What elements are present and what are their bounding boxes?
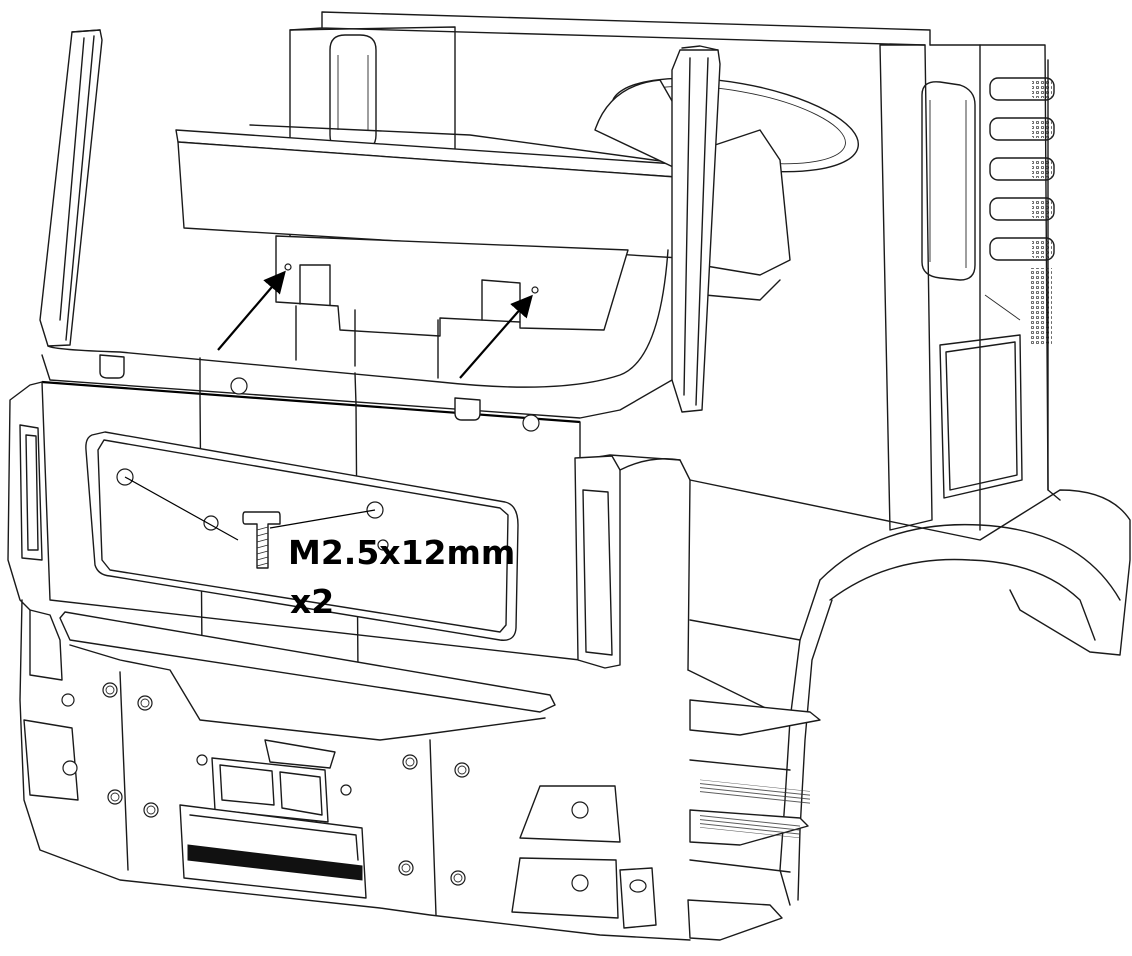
entry-steps bbox=[687, 699, 821, 941]
front-upper-panel bbox=[7, 357, 691, 676]
arrow-left bbox=[217, 270, 286, 351]
tow-hook-housing bbox=[179, 739, 367, 899]
leader-line-left bbox=[124, 476, 239, 541]
lower-grille-bar bbox=[59, 611, 556, 741]
screw-quantity-label: x2 bbox=[290, 582, 335, 621]
wheel-arch-fender bbox=[687, 479, 1131, 906]
cab-side-body bbox=[879, 44, 1061, 531]
right-headlight bbox=[574, 455, 681, 669]
steering-wheel bbox=[594, 77, 860, 301]
arrow-right bbox=[459, 294, 533, 379]
right-fog-lamps bbox=[511, 785, 657, 929]
number-plate-recess bbox=[85, 431, 519, 641]
front-bumper bbox=[19, 599, 691, 941]
dashboard-box bbox=[175, 124, 691, 379]
left-headlight bbox=[19, 424, 43, 561]
left-a-pillar bbox=[39, 29, 103, 347]
screw-icon bbox=[242, 511, 281, 569]
windshield-frame bbox=[41, 249, 673, 424]
right-a-pillar bbox=[671, 45, 721, 413]
leader-line-right bbox=[269, 509, 376, 529]
screw-leader-lines bbox=[124, 476, 376, 541]
arrow-icon bbox=[217, 270, 533, 379]
screw-spec-label: M2.5x12mm bbox=[288, 533, 516, 572]
